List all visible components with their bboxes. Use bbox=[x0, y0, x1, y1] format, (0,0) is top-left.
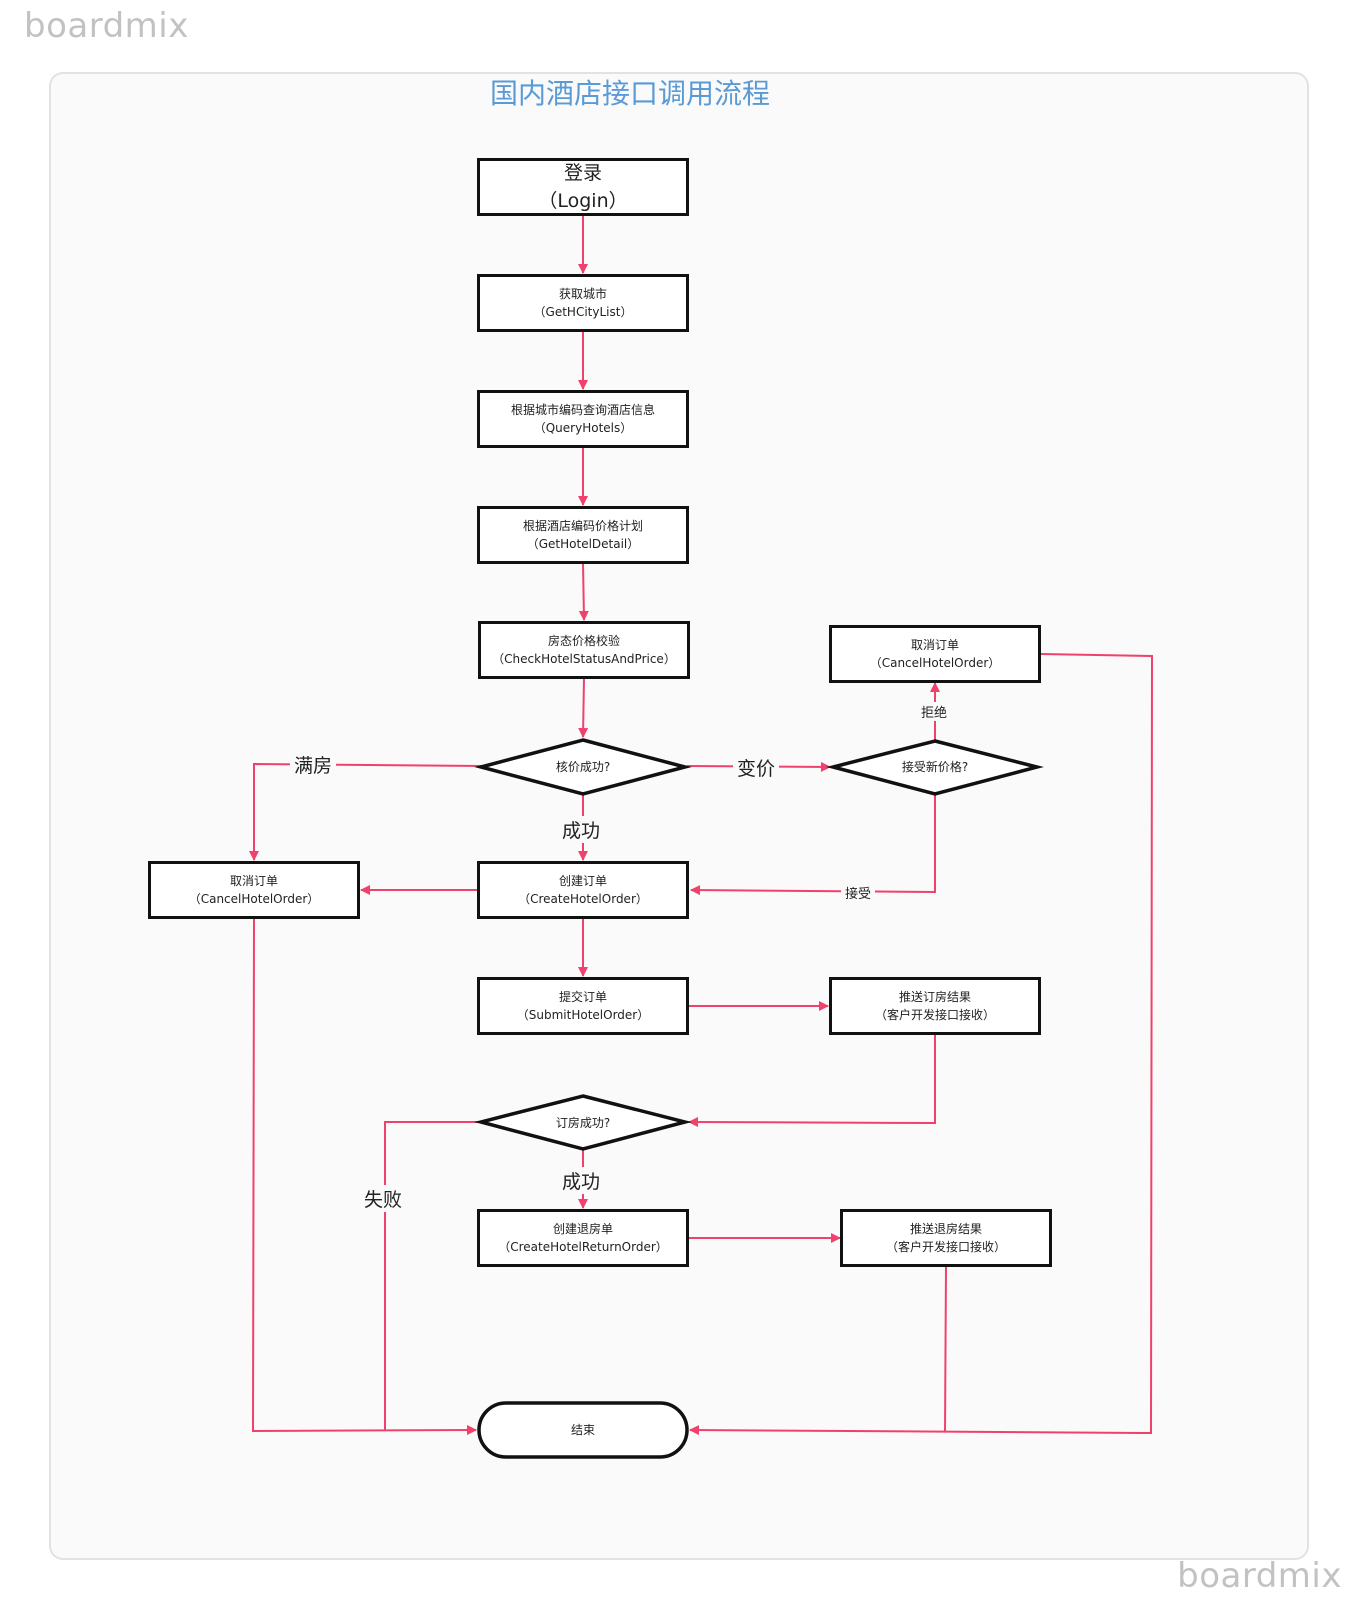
decision-booking-ok-label: 订房成功? bbox=[555, 1116, 611, 1130]
node-submit-order-name: 提交订单 bbox=[558, 990, 607, 1004]
terminal-end bbox=[477, 1401, 689, 1459]
decision-check-price-ok bbox=[474, 738, 692, 796]
edge-checkprice-to-checkok bbox=[578, 677, 589, 738]
node-cancel-order-top: 取消订单 （CancelHotelOrder） bbox=[829, 625, 1041, 683]
node-hotel-detail-name: 根据酒店编码价格计划 bbox=[522, 519, 643, 533]
node-hotel-detail-api: （GetHotelDetail） bbox=[526, 537, 640, 551]
watermark-top: boardmix bbox=[24, 6, 189, 46]
terminal-end-label: 结束 bbox=[570, 1423, 595, 1437]
edge-label-fail: 失败 bbox=[360, 1185, 407, 1212]
node-create-order-name: 创建订单 bbox=[558, 874, 607, 888]
node-login-api: （Login） bbox=[538, 190, 628, 212]
node-check-price: 房态价格校验 （CheckHotelStatusAndPrice） bbox=[478, 621, 690, 679]
node-cancel-order-top-api: （CancelHotelOrder） bbox=[869, 656, 1001, 670]
decision-accept-new-price-label: 接受新价格? bbox=[901, 760, 969, 774]
edge-checkok-full-to-cancelleft bbox=[249, 762, 484, 861]
edge-pushreturn-to-end bbox=[944, 1266, 947, 1433]
diagram-title: 国内酒店接口调用流程 bbox=[489, 77, 770, 110]
node-query-hotels-name: 根据城市编码查询酒店信息 bbox=[510, 403, 655, 417]
edge-label-success-1: 成功 bbox=[558, 816, 605, 843]
node-create-return-order-api: （CreateHotelReturnOrder） bbox=[498, 1240, 668, 1254]
node-get-city-api: （GetHCityList） bbox=[533, 305, 633, 319]
node-cancel-order-left-api: （CancelHotelOrder） bbox=[188, 892, 320, 906]
edge-label-accept: 接受 bbox=[841, 883, 876, 902]
node-create-order-api: （CreateHotelOrder） bbox=[518, 892, 648, 906]
edge-label-reject: 拒绝 bbox=[917, 702, 952, 721]
node-cancel-order-left-name: 取消订单 bbox=[229, 874, 278, 888]
edge-label-full: 满房 bbox=[290, 751, 337, 778]
node-push-order-result-name: 推送订房结果 bbox=[898, 990, 971, 1004]
watermark-bottom: boardmix bbox=[1177, 1556, 1342, 1596]
node-create-order: 创建订单 （CreateHotelOrder） bbox=[477, 861, 689, 919]
node-push-order-result: 推送订房结果 （客户开发接口接收） bbox=[829, 977, 1041, 1035]
node-push-return-result: 推送退房结果 （客户开发接口接收） bbox=[840, 1209, 1052, 1267]
node-cancel-order-left: 取消订单 （CancelHotelOrder） bbox=[148, 861, 360, 919]
node-submit-order: 提交订单 （SubmitHotelOrder） bbox=[477, 977, 689, 1035]
node-cancel-order-top-name: 取消订单 bbox=[910, 638, 959, 652]
edge-label-price-change: 变价 bbox=[733, 754, 780, 781]
decision-check-price-ok-label: 核价成功? bbox=[555, 760, 611, 774]
edge-hoteldetail-to-checkprice bbox=[578, 562, 589, 621]
edge-canceltop-to-end bbox=[689, 653, 1154, 1436]
decision-booking-ok bbox=[474, 1094, 692, 1151]
node-get-city: 获取城市 （GetHCityList） bbox=[477, 274, 689, 332]
node-create-return-order: 创建退房单 （CreateHotelReturnOrder） bbox=[477, 1209, 689, 1267]
edge-cancelleft-to-end bbox=[251, 918, 477, 1436]
edge-bookok-fail-to-end bbox=[384, 1121, 480, 1430]
node-query-hotels: 根据城市编码查询酒店信息 （QueryHotels） bbox=[477, 390, 689, 448]
node-login: 登录 （Login） bbox=[477, 158, 689, 216]
node-submit-order-api: （SubmitHotelOrder） bbox=[516, 1008, 650, 1022]
edge-acceptprice-accept-to-createorder bbox=[690, 795, 936, 896]
node-hotel-detail: 根据酒店编码价格计划 （GetHotelDetail） bbox=[477, 506, 689, 564]
node-check-price-name: 房态价格校验 bbox=[547, 634, 620, 648]
node-push-return-result-note: （客户开发接口接收） bbox=[885, 1240, 1006, 1254]
node-query-hotels-api: （QueryHotels） bbox=[533, 421, 633, 435]
node-login-name: 登录 bbox=[563, 162, 602, 184]
node-push-order-result-note: （客户开发接口接收） bbox=[874, 1008, 995, 1022]
decision-accept-new-price bbox=[826, 739, 1044, 796]
edge-label-success-2: 成功 bbox=[558, 1167, 605, 1194]
node-check-price-api: （CheckHotelStatusAndPrice） bbox=[492, 652, 676, 666]
node-push-return-result-name: 推送退房结果 bbox=[909, 1222, 982, 1236]
edge-pushorder-to-bookok bbox=[688, 1035, 936, 1128]
node-create-return-order-name: 创建退房单 bbox=[552, 1222, 613, 1236]
node-get-city-name: 获取城市 bbox=[558, 287, 607, 301]
